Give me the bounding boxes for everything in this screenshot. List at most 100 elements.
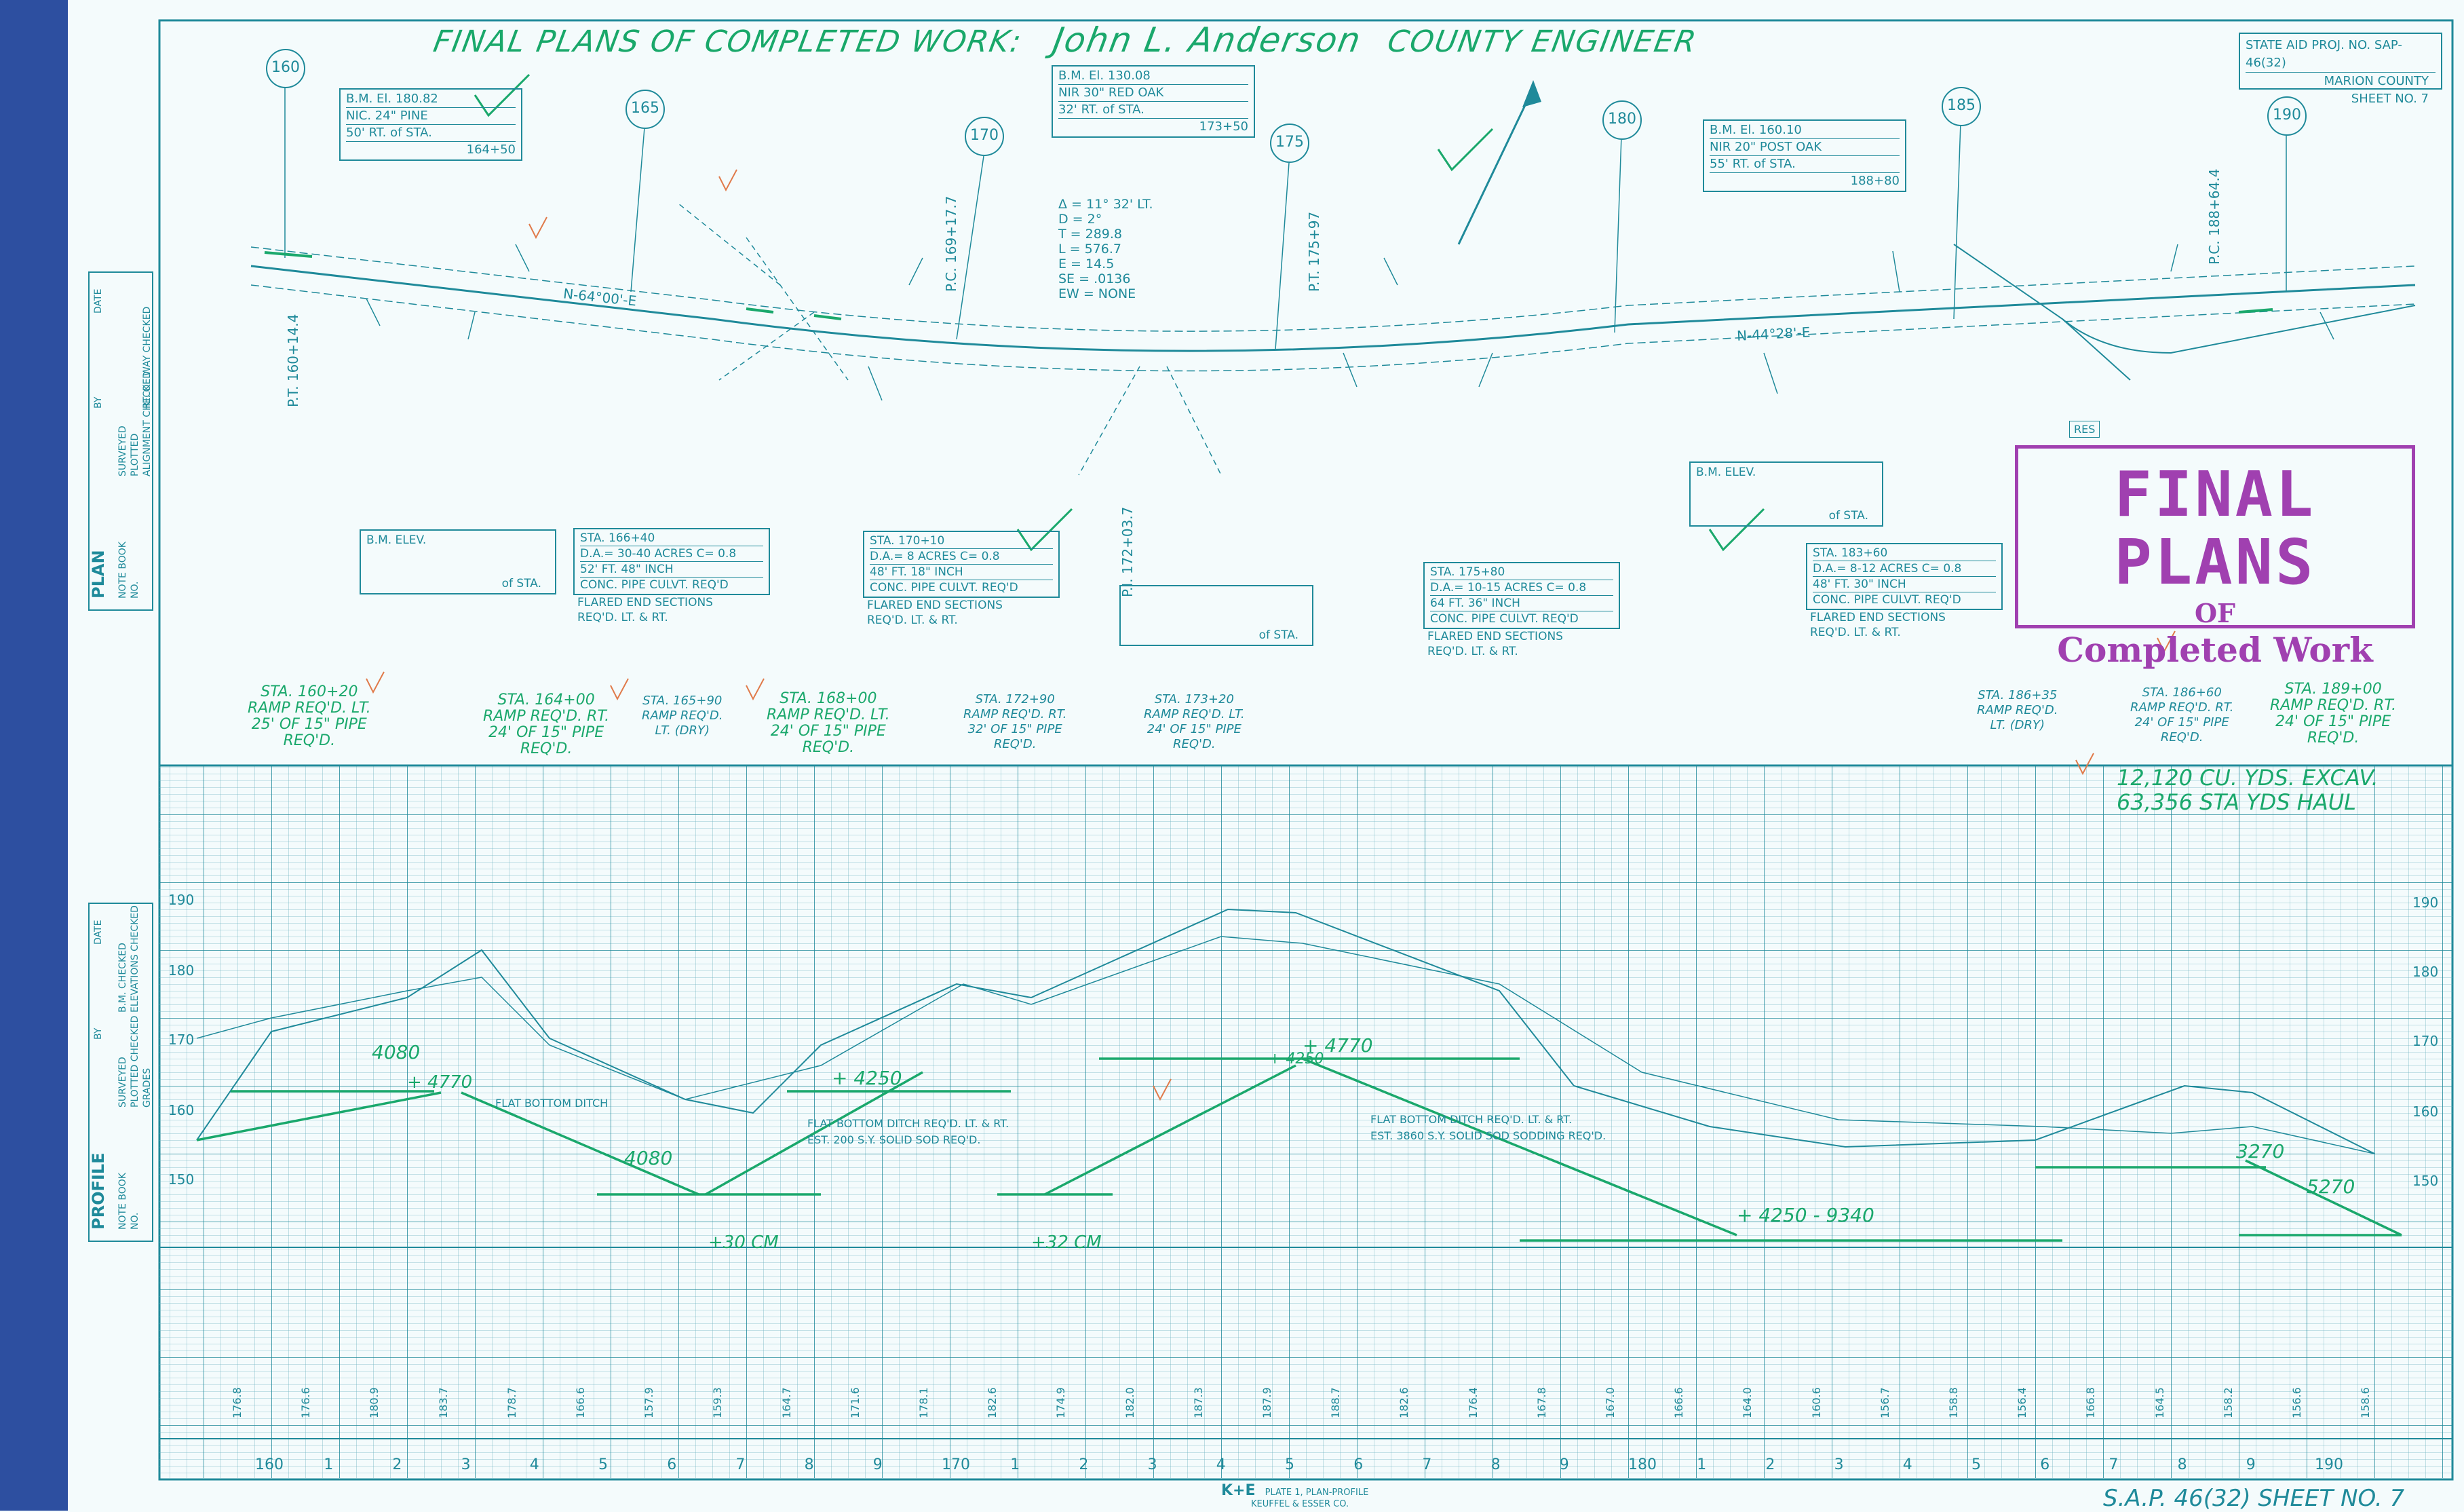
ramp-note: STA. 160+20 RAMP REQ'D. LT. 25' OF 15" P…: [248, 683, 371, 749]
bottom-elevation-value: 158.8: [1947, 1387, 1960, 1418]
station-axis-label: 8: [2177, 1456, 2187, 1473]
bottom-elevation-value: 166.6: [574, 1387, 587, 1418]
station-axis-label: 1: [1697, 1456, 1707, 1473]
plate-label: K+E PLATE 1, PLAN-PROFILE KEUFFEL & ESSE…: [1221, 1482, 1368, 1509]
sheet-border: [158, 19, 2454, 1481]
benchmark-line: B.M. El. 180.82: [346, 91, 516, 108]
station-axis-label: 4: [529, 1456, 539, 1473]
grade-label: + 4250: [832, 1067, 902, 1089]
plan-block-line: RT. OF WAY CHECKED: [142, 306, 153, 409]
station-axis-label: 1: [324, 1456, 334, 1473]
bottom-elevation-value: 188.7: [1329, 1387, 1343, 1418]
station-circle: 165: [625, 90, 665, 129]
stamp-line-3: Completed Work: [2057, 630, 2373, 670]
culvert-drainage-area: D.A.= 30-40 ACRES C= 0.8: [580, 546, 763, 562]
project-number: STATE AID PROJ. NO. SAP-46(32): [2246, 37, 2436, 73]
benchmark-line: 55' RT. of STA.: [1710, 156, 1900, 173]
stamp-line-1: FINAL PLANS: [2114, 458, 2316, 599]
sheet-title: FINAL PLANS OF COMPLETED WORK: John L. A…: [431, 20, 1701, 60]
final-plans-stamp: FINAL PLANS OF Completed Work: [2015, 445, 2415, 670]
profile-block-line: NOTE BOOK: [117, 1173, 128, 1230]
profile-note: +30 CM: [708, 1232, 779, 1253]
pt-left-label: P.T. 160+14.4: [285, 314, 301, 407]
bottom-elevation-value: 164.7: [779, 1387, 793, 1418]
profile-note: EST. 3860 S.Y. SOLID SOD SODDING REQ'D.: [1370, 1129, 1606, 1142]
profile-note: +32 CM: [1031, 1232, 1102, 1253]
station-axis-label: 4: [1902, 1456, 1912, 1473]
plan-block-date: DATE: [93, 288, 104, 314]
station-axis-label: 7: [1422, 1456, 1432, 1473]
bottom-elevation-value: 157.9: [642, 1387, 656, 1418]
culvert-station: STA. 166+40: [580, 531, 763, 546]
station-axis-label: 2: [1765, 1456, 1775, 1473]
benchmark-line: 188+80: [1850, 174, 1900, 188]
profile-note: FLAT BOTTOM DITCH REQ'D. LT. & RT.: [1370, 1113, 1573, 1126]
ke-logo: K+E: [1221, 1482, 1256, 1499]
profile-note: FLAT BOTTOM DITCH REQ'D. LT. & RT.: [807, 1117, 1009, 1130]
station-axis-label: 3: [1834, 1456, 1844, 1473]
plan-block-line: NOTE BOOK: [117, 542, 128, 599]
station-axis-label: 6: [2040, 1456, 2050, 1473]
culvert-note: STA. 166+40 D.A.= 30-40 ACRES C= 0.8 52'…: [573, 528, 770, 625]
grade-label: 4080: [624, 1147, 673, 1169]
benchmark-line: 32' RT. of STA.: [1058, 102, 1248, 119]
plan-block-line: PLOTTED: [130, 433, 140, 476]
station-axis-label: 9: [2246, 1456, 2256, 1473]
profile-note: EST. 200 S.Y. SOLID SOD REQ'D.: [807, 1133, 981, 1146]
bottom-elevation-value: 187.3: [1191, 1387, 1205, 1418]
elevation-label: 170: [168, 1032, 195, 1048]
elevation-label: 190: [168, 892, 195, 908]
benchmark-line: B.M. El. 160.10: [1710, 122, 1900, 139]
empty-benchmark-box: B.M. ELEV. of STA.: [1689, 461, 1883, 527]
bottom-elevation-value: 156.4: [2016, 1387, 2029, 1418]
elevation-label: 160: [168, 1102, 195, 1118]
ramp-note: STA. 165+90 RAMP REQ'D. LT. (DRY): [642, 694, 723, 738]
plan-block-title: PLAN: [89, 550, 108, 599]
ramp-note: STA. 173+20 RAMP REQ'D. LT. 24' OF 15" P…: [1144, 692, 1245, 751]
res-label: RES: [2069, 421, 2100, 438]
empty-box-label: B.M. ELEV.: [366, 533, 427, 547]
plan-block-by: BY: [93, 396, 104, 409]
station-axis-label: 6: [667, 1456, 677, 1473]
empty-benchmark-box: of STA.: [1119, 585, 1313, 646]
station-axis-label: 4: [1216, 1456, 1226, 1473]
plate-line: KEUFFEL & ESSER CO.: [1251, 1499, 1349, 1509]
ramp-note: STA. 189+00 RAMP REQ'D. RT. 24' OF 15" P…: [2270, 681, 2397, 746]
excavation-note: 12,120 CU. YDS. EXCAV. 63,356 STA YDS HA…: [2117, 766, 2379, 814]
culvert-footnote: REQ'D. LT. & RT.: [1810, 626, 1901, 639]
culvert-footnote: FLARED END SECTIONS: [1427, 630, 1563, 643]
bottom-elevation-value: 167.0: [1604, 1387, 1617, 1418]
culvert-footnote: FLARED END SECTIONS: [867, 599, 1003, 612]
culvert-station: STA. 170+10: [870, 533, 1053, 549]
culvert-type: CONC. PIPE CULVT. REQ'D: [870, 581, 1018, 594]
side-road-return: [2062, 305, 2416, 354]
bottom-elevation-value: 171.6: [848, 1387, 862, 1418]
pt-right-label: P.T. 175+97: [1306, 211, 1322, 292]
title-text: FINAL PLANS OF COMPLETED WORK:: [431, 24, 1025, 59]
bottom-elevation-value: 174.9: [1054, 1387, 1068, 1418]
bottom-elevation-value: 176.8: [231, 1387, 244, 1418]
bottom-elevation-value: 182.6: [1398, 1387, 1411, 1418]
culvert-note: STA. 170+10 D.A.= 8 ACRES C= 0.8 48' FT.…: [863, 531, 1060, 628]
curve-superelevation: SE = .0136: [1058, 271, 1131, 286]
empty-box-sta: of STA.: [1258, 628, 1298, 642]
station-axis-label: 8: [1490, 1456, 1501, 1473]
bottom-elevation-value: 160.6: [1809, 1387, 1823, 1418]
stamp-line-2: OF: [2194, 598, 2236, 628]
culvert-footnote: REQ'D. LT. & RT.: [867, 613, 958, 627]
station-axis-label: 5: [1971, 1456, 1981, 1473]
pi-label: P.I. 172+03.7: [1119, 506, 1136, 597]
bottom-elevation-value: 176.4: [1466, 1387, 1480, 1418]
benchmark-line: NIR 20" POST OAK: [1710, 139, 1900, 156]
culvert-station: STA. 183+60: [1813, 546, 1996, 561]
grade-label: 5270: [2307, 1175, 2355, 1198]
bottom-elevation-value: 166.6: [1672, 1387, 1686, 1418]
benchmark-line: B.M. El. 130.08: [1058, 68, 1248, 85]
profile-grid-major: [159, 766, 2452, 1478]
ramp-note: STA. 168+00 RAMP REQ'D. LT. 24' OF 15" P…: [767, 690, 890, 756]
culvert-drainage-area: D.A.= 8 ACRES C= 0.8: [870, 549, 1053, 565]
station-axis-label: 2: [392, 1456, 402, 1473]
station-axis-label: 9: [872, 1456, 883, 1473]
empty-box-label: B.M. ELEV.: [1696, 466, 1756, 479]
